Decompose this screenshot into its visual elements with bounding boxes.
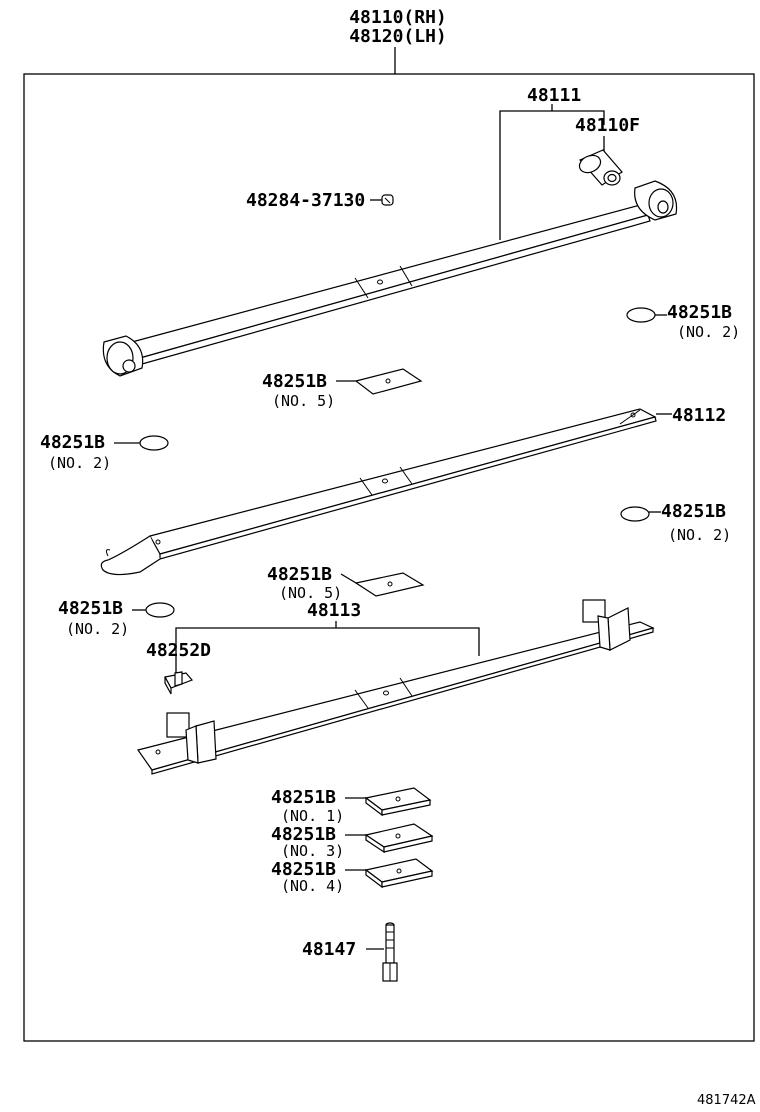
center-bolt-48147 <box>382 922 398 982</box>
pad-48251B-no2-d <box>145 602 175 618</box>
label-48284-37130: 48284-37130 <box>246 190 365 211</box>
leader-48113 <box>175 627 480 680</box>
pad-48251B-no2-a <box>626 307 656 323</box>
clip-48252D <box>164 671 194 695</box>
plate-48251B-no4 <box>364 858 434 889</box>
figure-id: 481742A <box>697 1093 756 1108</box>
label-48251B-i: 48251B <box>271 859 336 880</box>
plate-48251B-no5-a <box>354 368 423 395</box>
assembly-number-rh: 48110(RH) <box>349 7 447 28</box>
label-48251B-d: 48251B <box>661 501 726 522</box>
plate-48251B-no5-b <box>354 572 425 597</box>
label-48251B-i-sub: (NO. 4) <box>281 877 344 895</box>
second-leaf-48112 <box>100 408 657 576</box>
third-leaf-48113 <box>137 599 655 775</box>
label-48251B-c-sub: (NO. 2) <box>48 454 111 472</box>
assembly-number-lh: 48120(LH) <box>349 26 447 47</box>
clip-48284 <box>381 194 394 206</box>
plate-48251B-no3 <box>364 823 434 854</box>
label-48251B-f-sub: (NO. 2) <box>66 620 129 638</box>
label-48251B-b-sub: (NO. 5) <box>272 392 335 410</box>
label-48111: 48111 <box>527 85 581 106</box>
label-48251B-a: 48251B <box>667 302 732 323</box>
label-48251B-h: 48251B <box>271 824 336 845</box>
label-48110F: 48110F <box>575 115 640 136</box>
label-48251B-h-sub: (NO. 3) <box>281 842 344 860</box>
label-48251B-e-sub: (NO. 5) <box>279 584 342 602</box>
label-48251B-e: 48251B <box>267 564 332 585</box>
label-48113: 48113 <box>307 600 361 621</box>
label-48251B-g: 48251B <box>271 787 336 808</box>
bushing-48110F <box>578 149 623 186</box>
label-48112: 48112 <box>672 405 726 426</box>
label-48252D: 48252D <box>146 640 211 661</box>
label-48251B-c: 48251B <box>40 432 105 453</box>
plate-48251B-no1 <box>364 787 432 817</box>
assembly-frame <box>23 73 755 1042</box>
pad-48251B-no2-b <box>139 435 169 451</box>
label-48251B-f: 48251B <box>58 598 123 619</box>
label-48251B-g-sub: (NO. 1) <box>281 807 344 825</box>
label-48251B-b: 48251B <box>262 371 327 392</box>
label-48251B-a-sub: (NO. 2) <box>677 323 740 341</box>
label-48147: 48147 <box>302 939 356 960</box>
pad-48251B-no2-c <box>620 506 650 522</box>
main-leaf-48111 <box>102 180 678 377</box>
label-48251B-d-sub: (NO. 2) <box>668 526 731 544</box>
